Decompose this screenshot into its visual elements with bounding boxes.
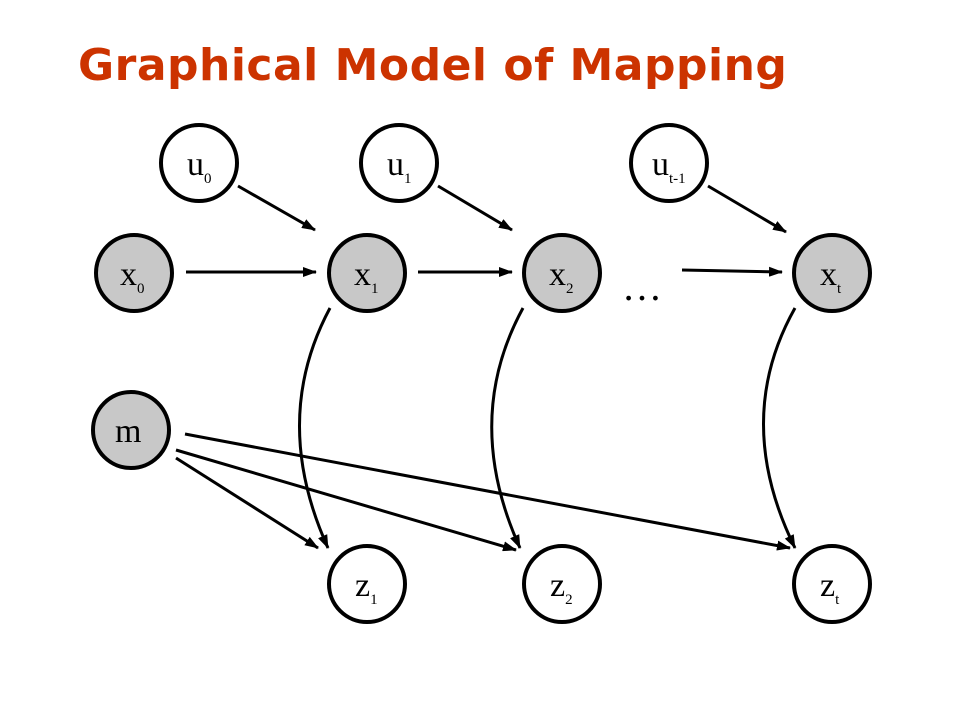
edge-x2-z2 bbox=[490, 307, 525, 549]
node-x2-circle bbox=[522, 233, 602, 313]
node-zt-label: z bbox=[820, 567, 835, 604]
node-z1-subscript: 1 bbox=[370, 592, 378, 608]
edge-u0-x1 bbox=[237, 184, 316, 232]
node-u0-subscript: 0 bbox=[204, 171, 212, 187]
edge-m-z1 bbox=[175, 456, 319, 550]
edge-m-z2 bbox=[175, 448, 517, 552]
svg-text:x1: x1 bbox=[354, 256, 379, 297]
svg-text:z2: z2 bbox=[550, 567, 573, 608]
node-m-circle bbox=[91, 390, 171, 470]
node-zt-circle bbox=[792, 544, 872, 624]
node-x1-label: x bbox=[354, 256, 371, 293]
edge-m-zt bbox=[184, 432, 791, 551]
node-z1: z1 bbox=[327, 544, 407, 624]
node-x2-label: x bbox=[549, 256, 566, 293]
node-x0-label: x bbox=[120, 256, 137, 293]
page-title: Graphical Model of Mapping bbox=[78, 40, 788, 91]
node-u1-subscript: 1 bbox=[404, 171, 412, 187]
svg-text:u1: u1 bbox=[387, 146, 412, 187]
svg-text:xt: xt bbox=[820, 256, 842, 297]
svg-text:u0: u0 bbox=[187, 146, 212, 187]
node-xt-circle bbox=[792, 233, 872, 313]
node-x0: x0 bbox=[94, 233, 174, 313]
ellipsis-text: … bbox=[622, 264, 662, 309]
node-z2-subscript: 2 bbox=[565, 592, 573, 608]
svg-text:m: m bbox=[115, 413, 141, 450]
edge-ut1-xt bbox=[707, 184, 787, 234]
node-xt: xt bbox=[792, 233, 872, 313]
node-m: m bbox=[91, 390, 171, 470]
node-xt-subscript: t bbox=[837, 281, 842, 297]
edge-x1-z1 bbox=[298, 307, 332, 549]
node-zt: zt bbox=[792, 544, 872, 624]
node-z2: z2 bbox=[522, 544, 602, 624]
node-x1: x1 bbox=[327, 233, 407, 313]
node-x1-circle bbox=[327, 233, 407, 313]
node-z1-label: z bbox=[355, 567, 370, 604]
node-u1-circle bbox=[359, 123, 439, 203]
svg-text:zt: zt bbox=[820, 567, 840, 608]
node-z1-circle bbox=[327, 544, 407, 624]
node-z2-label: z bbox=[550, 567, 565, 604]
edge-u1-x2 bbox=[437, 184, 513, 232]
node-m-label: m bbox=[115, 413, 141, 450]
node-u0-circle bbox=[159, 123, 239, 203]
node-u0-label: u bbox=[187, 146, 204, 183]
node-x1-subscript: 1 bbox=[371, 281, 379, 297]
node-zt-subscript: t bbox=[835, 592, 840, 608]
node-x0-circle bbox=[94, 233, 174, 313]
svg-text:x0: x0 bbox=[120, 256, 145, 297]
node-xt-label: x bbox=[820, 256, 837, 293]
node-ut-1: ut-1 bbox=[629, 123, 709, 203]
node-ut-1-circle bbox=[629, 123, 709, 203]
node-ut-1-subscript: t-1 bbox=[669, 171, 686, 187]
node-u1-label: u bbox=[387, 146, 404, 183]
svg-text:x2: x2 bbox=[549, 256, 574, 297]
edge-dots-xt bbox=[681, 266, 783, 277]
svg-text:ut-1: ut-1 bbox=[652, 146, 686, 187]
edge-xt-zt bbox=[762, 307, 797, 549]
node-x0-subscript: 0 bbox=[137, 281, 145, 297]
node-x2-subscript: 2 bbox=[566, 281, 574, 297]
node-u1: u1 bbox=[359, 123, 439, 203]
svg-text:z1: z1 bbox=[355, 567, 378, 608]
node-z2-circle bbox=[522, 544, 602, 624]
node-u0: u0 bbox=[159, 123, 239, 203]
node-x2: x2 bbox=[522, 233, 602, 313]
node-ut-1-label: u bbox=[652, 146, 669, 183]
